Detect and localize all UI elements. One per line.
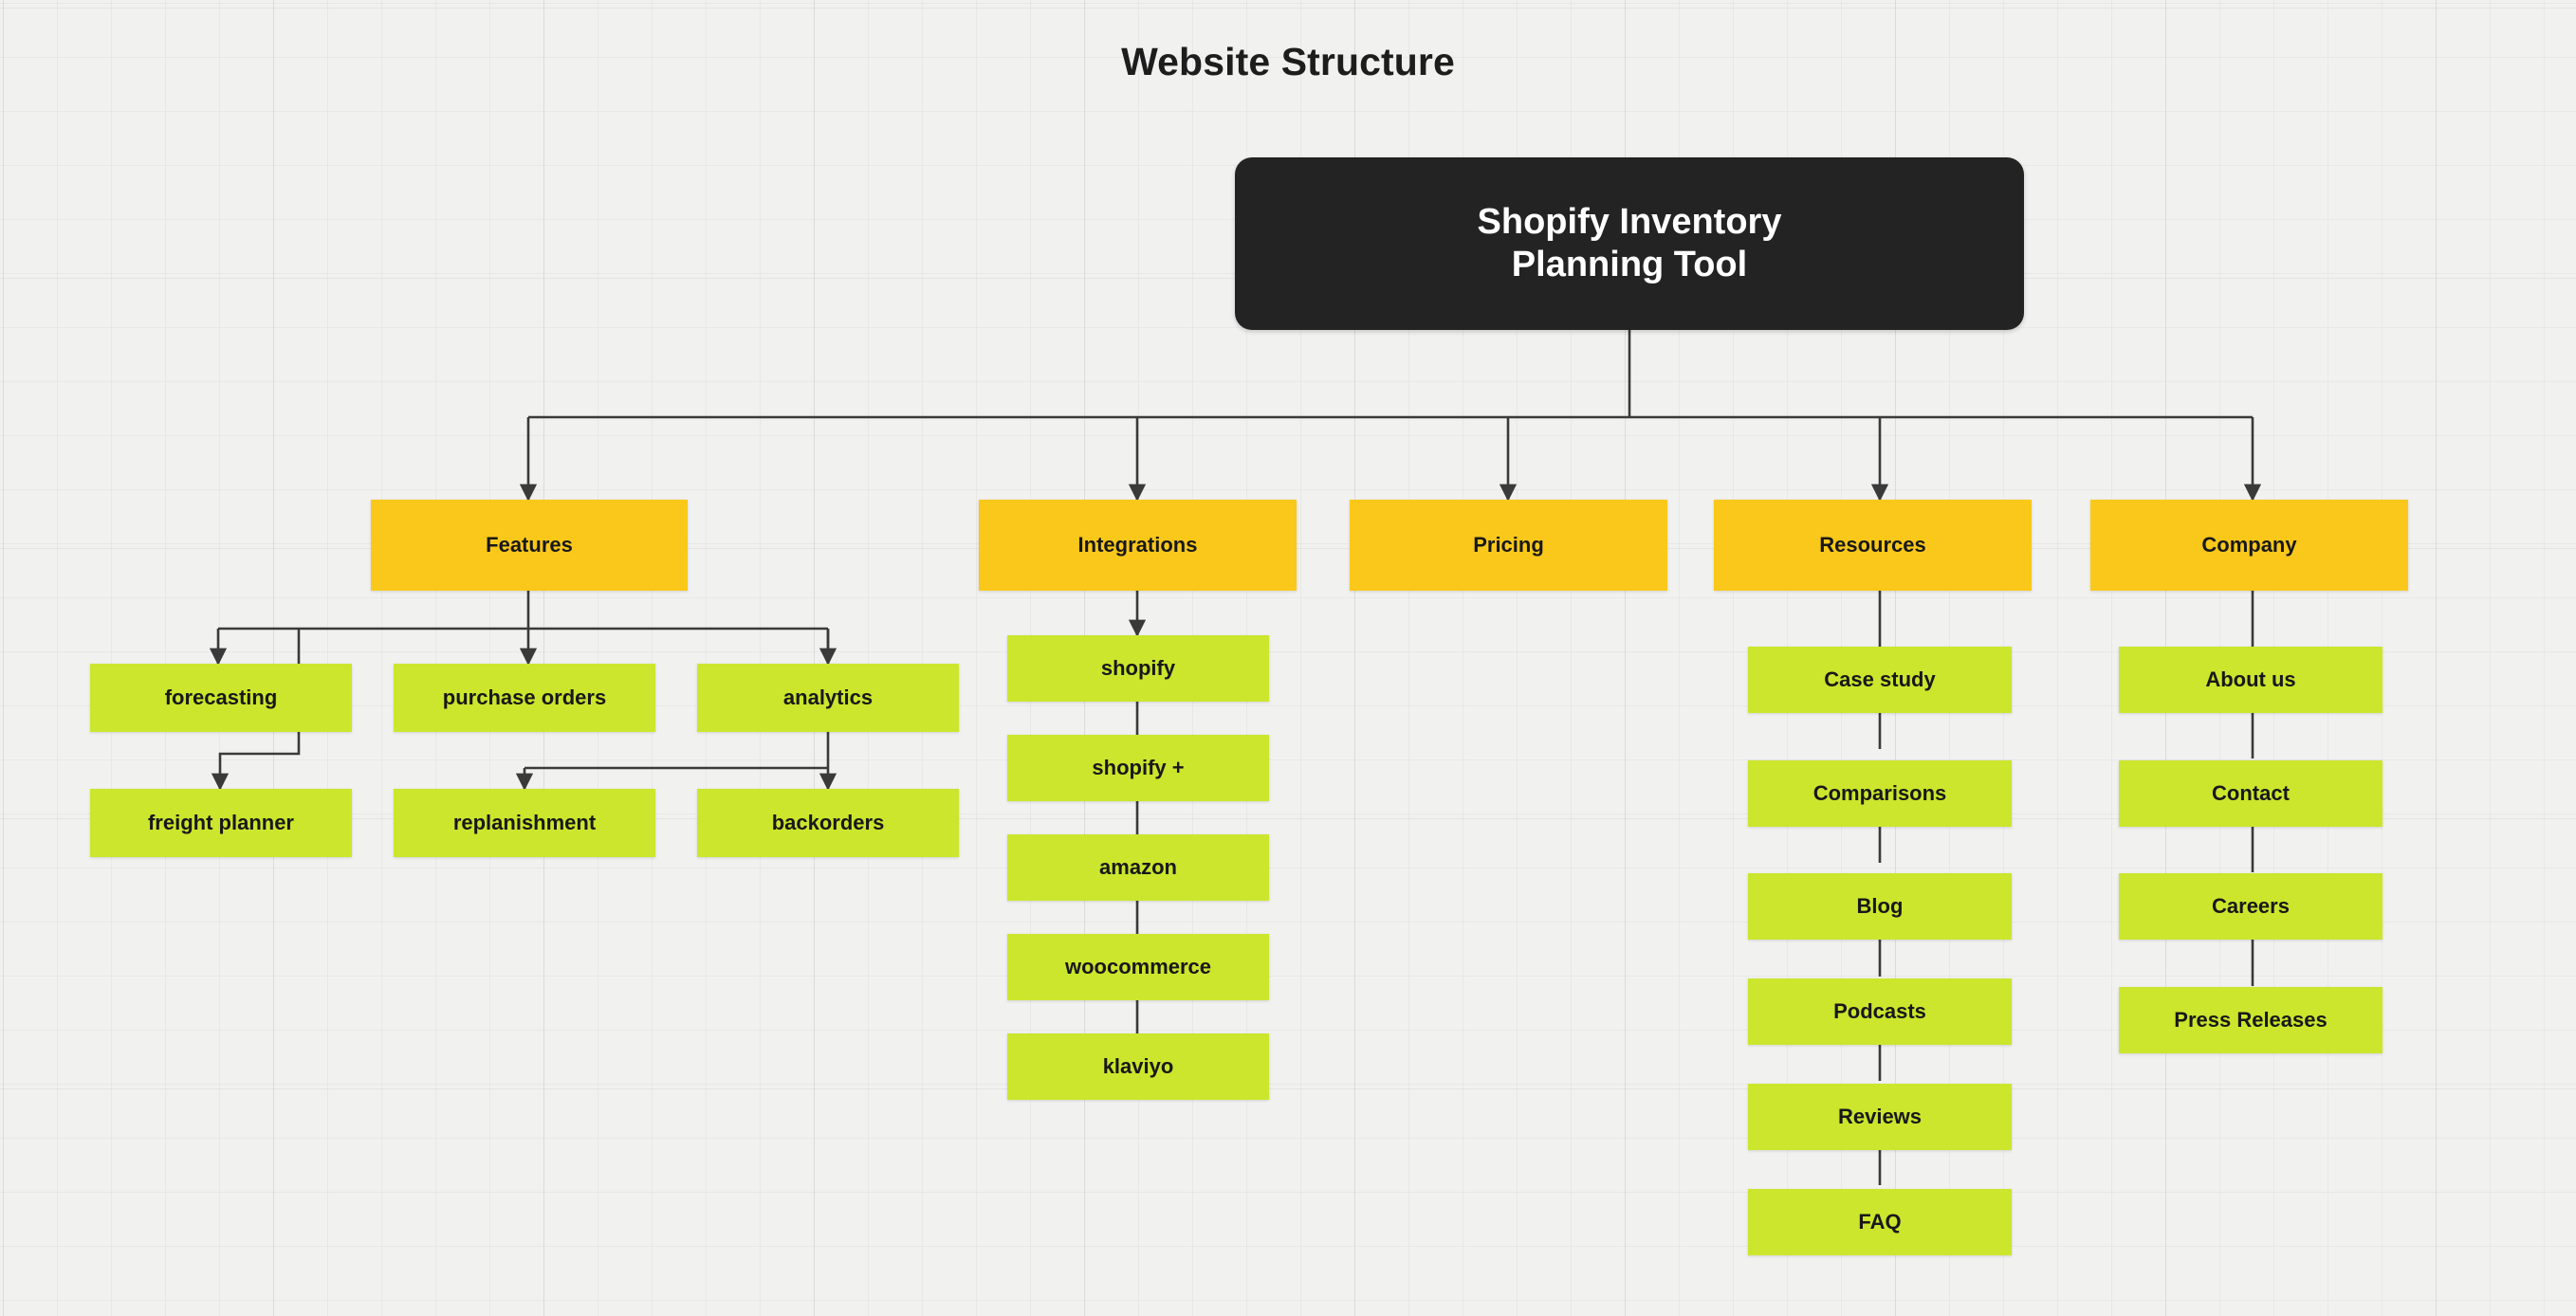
node-replanishment-label: replanishment (452, 811, 597, 834)
node-integrations[interactable]: Integrations (979, 500, 1297, 591)
node-woocommerce[interactable]: woocommerce (1007, 934, 1269, 1000)
node-press-releases-label: Press Releases (2174, 1008, 2328, 1032)
node-company-label: Company (2201, 533, 2297, 557)
node-comparisons[interactable]: Comparisons (1748, 760, 2012, 827)
node-analytics-label: analytics (782, 685, 874, 709)
node-woocommerce-label: woocommerce (1064, 955, 1212, 978)
node-faq-label: FAQ (1858, 1210, 1902, 1234)
node-shopify[interactable]: shopify (1007, 635, 1269, 702)
node-contact-label: Contact (2212, 781, 2290, 805)
node-case-study-label: Case study (1824, 667, 1936, 691)
node-klaviyo-label: klaviyo (1102, 1054, 1174, 1078)
node-reviews-label: Reviews (1837, 1105, 1923, 1128)
node-about-us-label: About us (2205, 667, 2296, 691)
node-careers[interactable]: Careers (2119, 873, 2383, 940)
node-podcasts-label: Podcasts (1833, 999, 1926, 1023)
node-amazon-label: amazon (1099, 855, 1177, 879)
node-about-us[interactable]: About us (2119, 647, 2383, 713)
node-klaviyo[interactable]: klaviyo (1007, 1033, 1269, 1100)
node-amazon[interactable]: amazon (1007, 834, 1269, 901)
node-case-study[interactable]: Case study (1748, 647, 2012, 713)
node-blog-label: Blog (1856, 894, 1904, 918)
page-title: Website Structure (1121, 40, 1455, 83)
node-reviews[interactable]: Reviews (1748, 1084, 2012, 1150)
node-careers-label: Careers (2212, 894, 2290, 918)
node-backorders[interactable]: backorders (697, 789, 959, 857)
node-integrations-label: Integrations (1077, 533, 1198, 557)
node-faq[interactable]: FAQ (1748, 1189, 2012, 1255)
node-shopify-plus-label: shopify + (1092, 756, 1185, 779)
node-freight-planner-label: freight planner (147, 811, 294, 834)
node-features[interactable]: Features (371, 500, 688, 591)
node-comparisons-label: Comparisons (1812, 781, 1947, 805)
node-contact[interactable]: Contact (2119, 760, 2383, 827)
node-replanishment[interactable]: replanishment (394, 789, 655, 857)
node-forecasting[interactable]: forecasting (90, 664, 352, 732)
node-backorders-label: backorders (771, 811, 885, 834)
node-purchase-orders-label: purchase orders (442, 685, 607, 709)
node-forecasting-label: forecasting (164, 685, 278, 709)
node-company[interactable]: Company (2090, 500, 2408, 591)
node-podcasts[interactable]: Podcasts (1748, 978, 2012, 1045)
node-freight-planner[interactable]: freight planner (90, 789, 352, 857)
node-purchase-orders[interactable]: purchase orders (394, 664, 655, 732)
node-pricing-label: Pricing (1473, 533, 1544, 557)
node-pricing[interactable]: Pricing (1350, 500, 1667, 591)
node-shopify-plus[interactable]: shopify + (1007, 735, 1269, 801)
node-features-label: Features (486, 533, 573, 557)
node-resources-label: Resources (1819, 533, 1926, 557)
node-resources[interactable]: Resources (1714, 500, 2032, 591)
node-press-releases[interactable]: Press Releases (2119, 987, 2383, 1053)
node-analytics[interactable]: analytics (697, 664, 959, 732)
node-shopify-label: shopify (1100, 656, 1176, 680)
node-blog[interactable]: Blog (1748, 873, 2012, 940)
